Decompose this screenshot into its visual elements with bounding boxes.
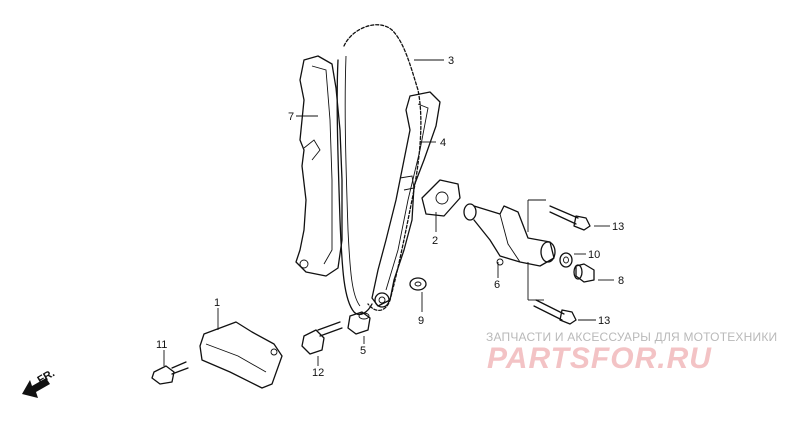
front-label: FR. (36, 367, 57, 386)
bolt-13-lower (533, 299, 577, 325)
washer-9 (409, 277, 427, 291)
tensioner-arm (371, 91, 441, 308)
collar-5 (347, 311, 371, 335)
label-part-7: 7 (288, 111, 294, 123)
cam-chain (336, 24, 422, 316)
front-arrow-icon (22, 378, 50, 398)
bolt-13-upper (549, 205, 591, 231)
label-part-13-lower: 13 (598, 315, 610, 327)
tensioner-gasket (421, 179, 461, 217)
label-part-9: 9 (418, 315, 424, 327)
tensioner-lifter (463, 203, 556, 267)
label-part-12: 12 (312, 367, 324, 379)
watermark-subtitle: ЗАПЧАСТИ И АКСЕССУАРЫ ДЛЯ МОТОТЕХНИКИ (486, 330, 778, 344)
cam-chain-guide (295, 55, 343, 277)
lower-chain-guide (199, 321, 283, 389)
label-part-13-upper: 13 (612, 221, 624, 233)
sealing-bolt-8 (573, 263, 595, 283)
label-part-11: 11 (156, 339, 167, 351)
label-part-3: 3 (448, 55, 454, 67)
label-part-5: 5 (360, 345, 366, 357)
washer-10 (559, 252, 573, 268)
label-part-10: 10 (588, 249, 600, 261)
label-part-4: 4 (440, 137, 446, 149)
label-part-6: 6 (494, 279, 500, 291)
watermark-logo: PARTSFOR.RU (487, 342, 712, 375)
pivot-bolt-12 (301, 321, 343, 355)
front-direction-marker: FR. (22, 367, 57, 398)
label-part-8: 8 (618, 275, 624, 287)
label-part-2: 2 (432, 235, 438, 247)
label-part-1: 1 (214, 297, 220, 309)
bolt-11 (151, 361, 189, 385)
leader-lines (163, 59, 614, 366)
